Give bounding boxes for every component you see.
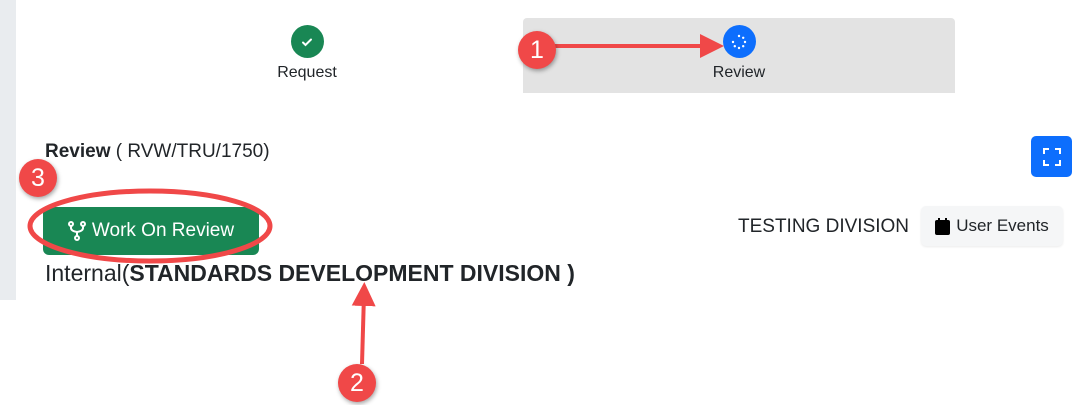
branch-icon	[67, 221, 86, 241]
sidebar-edge	[0, 0, 16, 300]
work-on-review-button[interactable]: Work On Review	[43, 207, 259, 255]
internal-suffix: )	[560, 260, 575, 286]
spinner-icon	[722, 25, 756, 58]
fullscreen-button[interactable]	[1031, 136, 1072, 177]
division-label: TESTING DIVISION	[738, 216, 910, 237]
internal-division-name: STANDARDS DEVELOPMENT DIVISION	[129, 260, 561, 286]
step-label: Request	[277, 64, 337, 81]
annotation-badge: 1	[518, 31, 556, 69]
review-title: Review	[45, 141, 111, 162]
annotation-badge: 2	[338, 364, 376, 402]
review-code: ( RVW/TRU/1750)	[115, 141, 270, 162]
annotation-arrow	[351, 282, 376, 365]
step-request[interactable]: Request	[257, 25, 357, 82]
check-icon	[290, 25, 324, 58]
user-events-button[interactable]: User Events	[921, 206, 1063, 246]
review-heading: Review ( RVW/TRU/1750)	[45, 141, 270, 163]
step-label: Review	[712, 64, 766, 81]
internal-prefix: Internal(	[45, 260, 130, 286]
button-label: User Events	[956, 216, 1049, 235]
calendar-icon	[935, 217, 951, 235]
step-review[interactable]: Review	[689, 25, 789, 82]
fullscreen-icon	[1042, 147, 1061, 166]
annotation-ellipse	[27, 188, 273, 264]
button-label: Work On Review	[91, 220, 235, 241]
internal-division: Internal(STANDARDS DEVELOPMENT DIVISION …	[45, 260, 575, 287]
annotation-badge: 3	[19, 159, 57, 197]
